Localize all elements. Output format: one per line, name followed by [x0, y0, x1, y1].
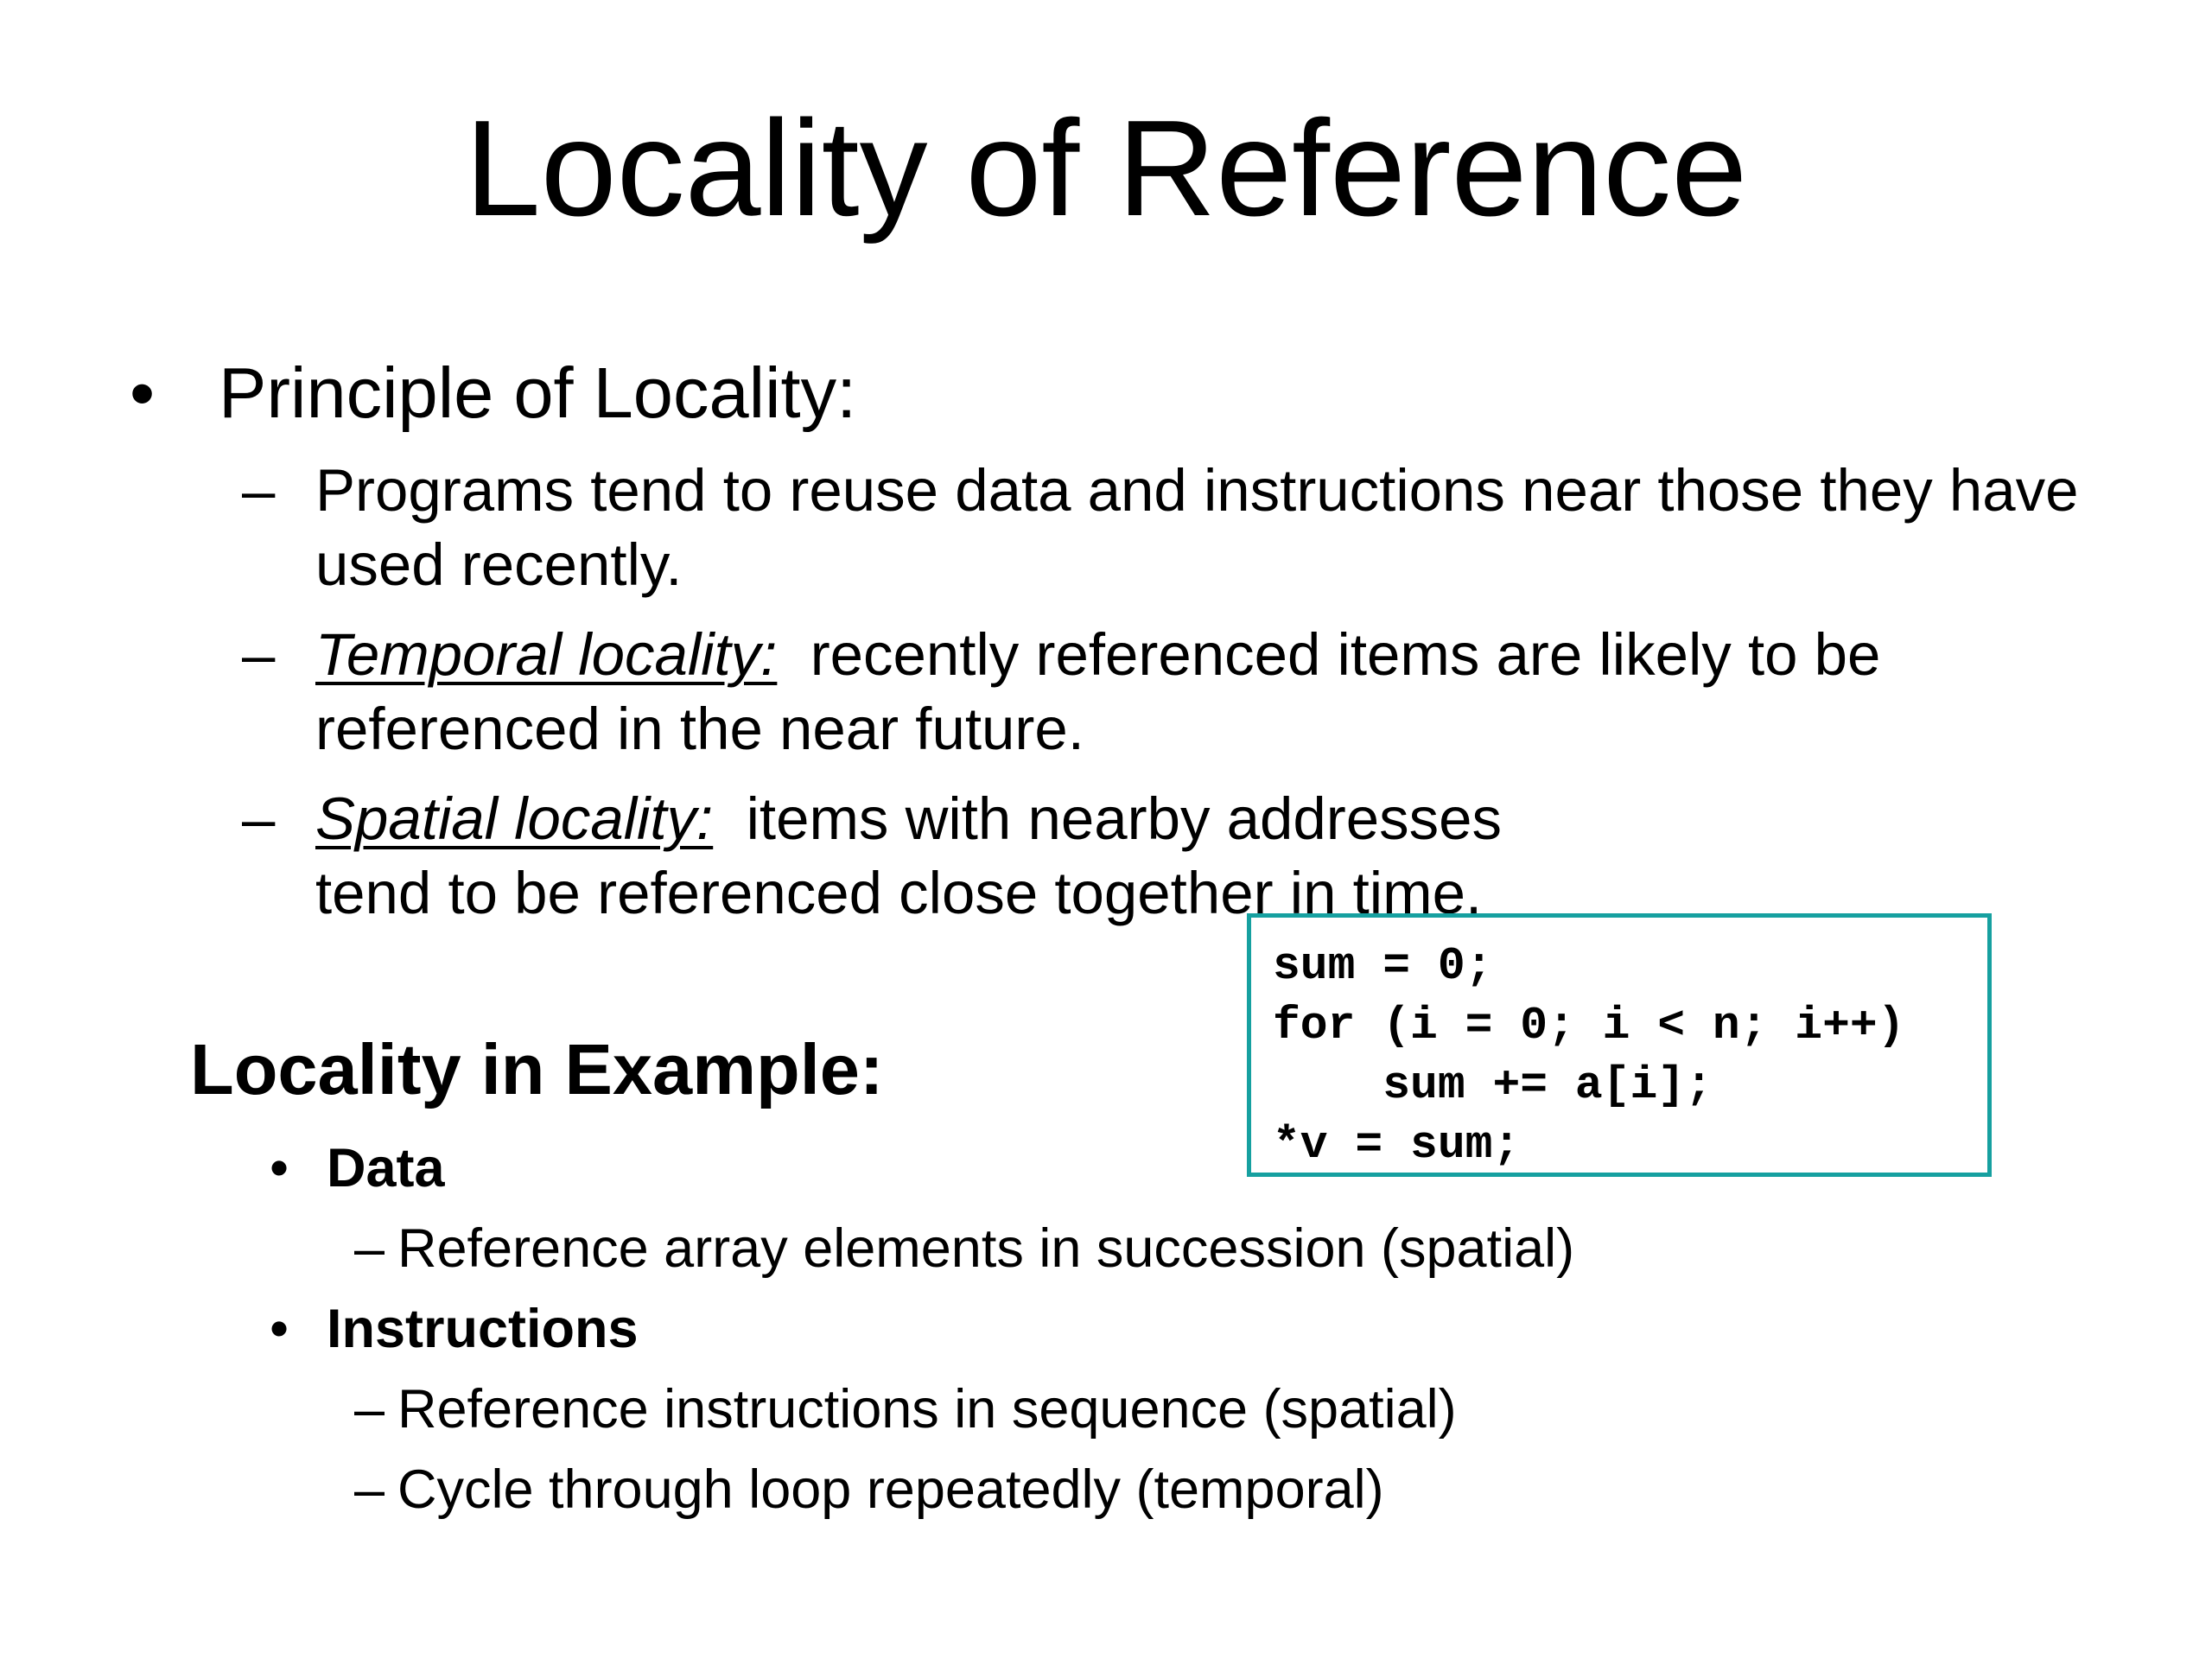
example-item-text: Reference array elements in succession (… [397, 1218, 1575, 1279]
dash-marker: – [242, 621, 276, 688]
dash-marker: – [354, 1379, 385, 1440]
bullet-marker: • [270, 1299, 289, 1359]
group-label: Data [327, 1138, 445, 1198]
example-item-text: Cycle through loop repeatedly (temporal) [397, 1459, 1384, 1520]
principle-item-text: Spatial locality: items with nearby addr… [315, 782, 1525, 931]
code-snippet-box: sum = 0; for (i = 0; i < n; i++) sum += a… [1247, 913, 1992, 1177]
spatial-term: Spatial locality: [315, 785, 714, 852]
code-line: sum = 0; [1273, 940, 1493, 992]
temporal-definition: recently referenced items are likely to … [315, 621, 1881, 762]
dash-marker: – [242, 457, 276, 524]
group-label: Instructions [327, 1299, 639, 1359]
dash-marker: – [354, 1218, 385, 1279]
slide-title: Locality of Reference [464, 92, 1748, 245]
principle-label: Principle of Locality: [219, 353, 857, 433]
code-line: sum += a[i]; [1273, 1059, 1713, 1111]
temporal-term: Temporal locality: [315, 621, 778, 688]
example-heading: Locality in Example: [190, 1029, 884, 1109]
bullet-marker: • [130, 353, 156, 433]
bullet-marker: • [270, 1138, 289, 1198]
example-item-text: Reference instructions in sequence (spat… [397, 1379, 1457, 1440]
dash-marker: – [354, 1459, 385, 1520]
principle-item-text: Programs tend to reuse data and instruct… [315, 457, 2079, 598]
code-line: *v = sum; [1273, 1119, 1521, 1171]
code-line: for (i = 0; i < n; i++) [1273, 1000, 1905, 1052]
principle-item-text: Temporal locality: recently referenced i… [315, 618, 2087, 766]
dash-marker: – [242, 785, 276, 852]
